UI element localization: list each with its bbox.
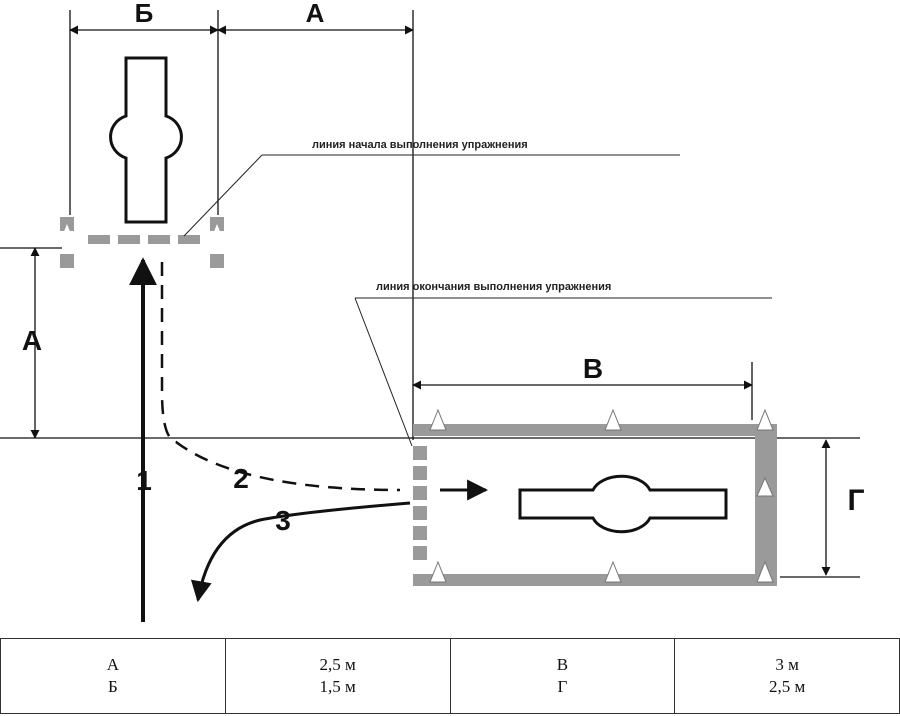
dim-value: 3 м — [775, 655, 799, 674]
dim-name: Г — [557, 677, 568, 696]
start-line-markers — [60, 217, 224, 268]
cone-marker — [429, 560, 447, 583]
cone-marker — [756, 560, 774, 583]
cones — [429, 408, 774, 583]
dim-value: 2,5 м — [319, 655, 356, 674]
cone-marker — [756, 408, 774, 431]
dim-name: Б — [107, 677, 118, 696]
path-1-label: 1 — [136, 465, 152, 496]
parking-exercise-diagram: Б А А линия начала выполнения упражнения… — [0, 0, 865, 622]
start-line-label: линия начала выполнения упражнения — [312, 139, 528, 151]
parking-box — [413, 424, 777, 586]
dimensions-table: А Б 2,5 м 1,5 м В Г 3 м 2,5 м — [0, 638, 900, 714]
cone-marker — [604, 408, 622, 431]
dim-value: 2,5 м — [768, 677, 806, 696]
cone-marker — [604, 560, 622, 583]
table-cell: 2,5 м 1,5 м — [224, 638, 451, 714]
table-row: А Б 2,5 м 1,5 м В Г 3 м 2,5 м — [0, 638, 900, 714]
dim-label-g: Г — [847, 484, 864, 517]
path-2-label: 2 — [233, 463, 249, 494]
cone-marker — [756, 476, 774, 497]
box-dimension-g — [780, 439, 860, 578]
box-dimension-v — [412, 362, 753, 420]
dim-label-a-left: А — [22, 325, 42, 356]
end-line-leader — [354, 297, 772, 447]
left-dimension — [0, 247, 62, 439]
dim-label-a-top: А — [306, 0, 325, 28]
dim-name: В — [556, 655, 569, 674]
end-line-label: линия окончания выполнения упражнения — [376, 281, 611, 293]
parked-car — [518, 474, 728, 534]
dim-name: А — [106, 655, 120, 674]
table-cell: 3 м 2,5 м — [674, 638, 900, 714]
cone-marker — [429, 408, 447, 431]
start-line-leader — [183, 154, 680, 237]
path-3-arrow — [190, 501, 411, 603]
dim-label-v: В — [583, 353, 603, 384]
dim-label-b-top: Б — [135, 0, 154, 28]
table-cell: А Б — [0, 638, 226, 714]
path-2-dashed — [160, 262, 401, 492]
table-cell: В Г — [449, 638, 676, 714]
path-3-label: 3 — [275, 505, 291, 536]
top-dimensions — [69, 10, 414, 440]
dim-value: 1,5 м — [319, 677, 356, 696]
end-line-markers — [413, 446, 427, 560]
top-car — [109, 56, 183, 224]
